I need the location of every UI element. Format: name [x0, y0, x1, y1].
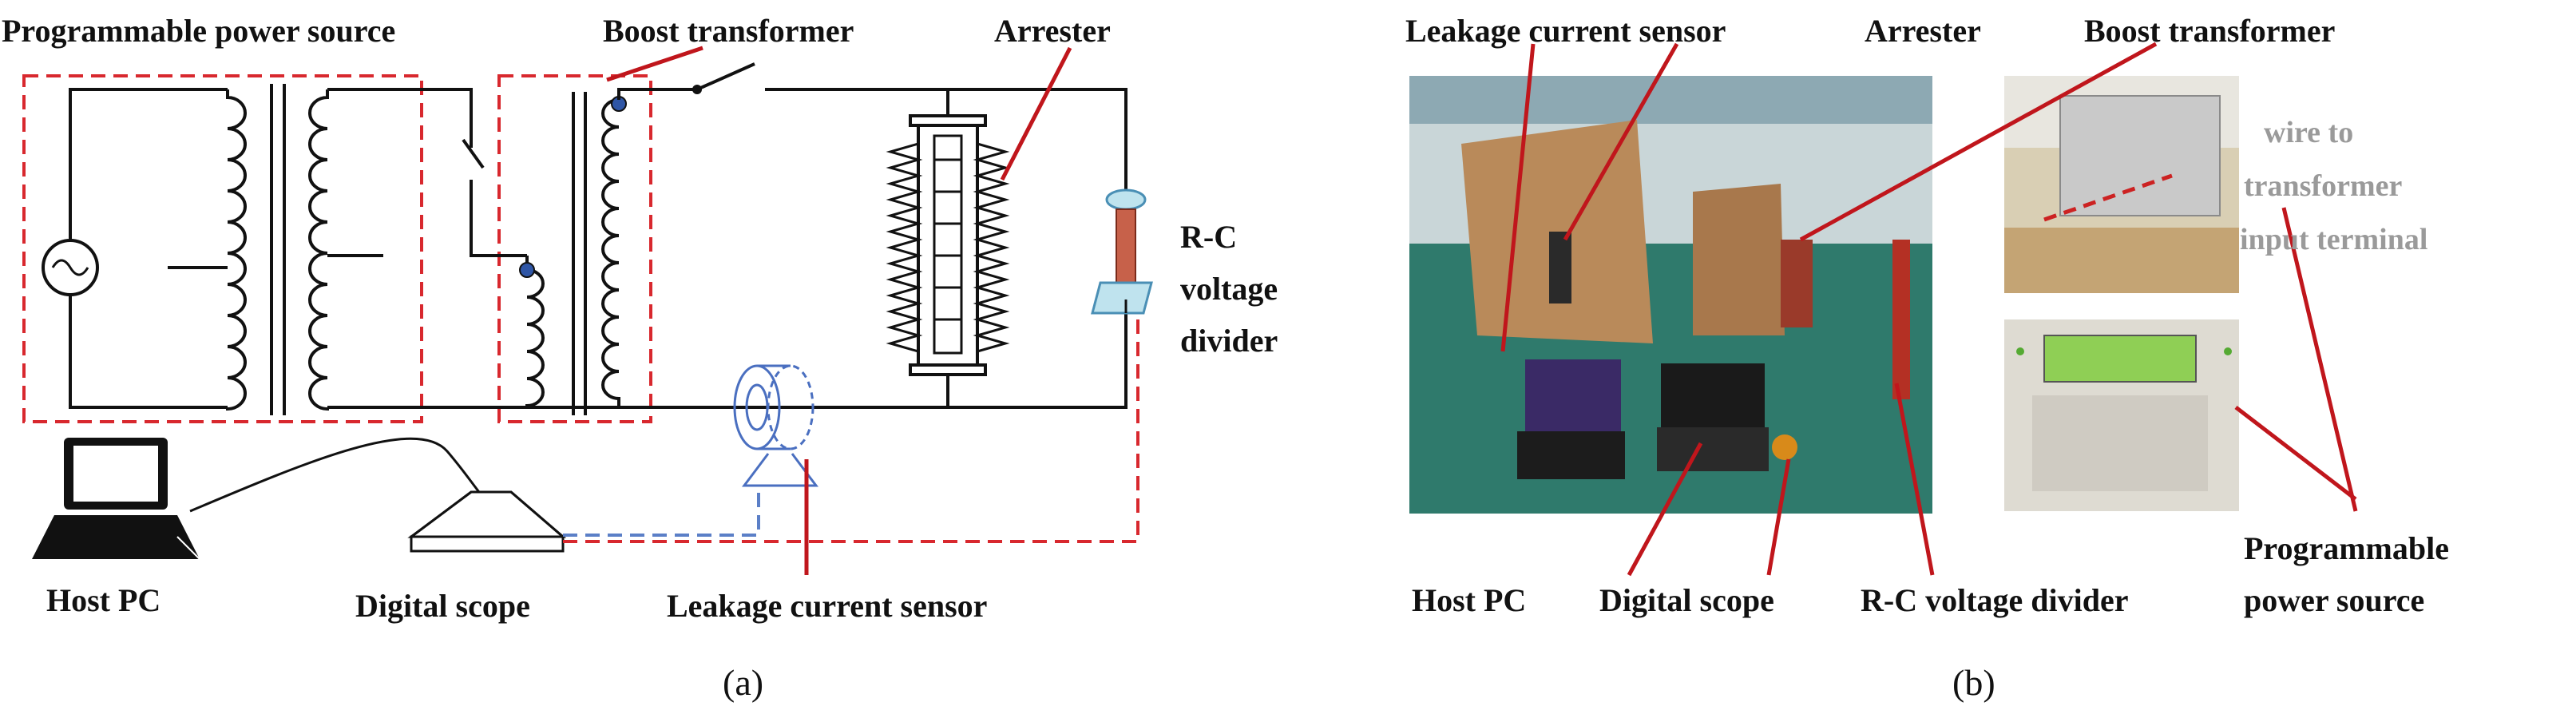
boost-primary-coil [525, 256, 545, 407]
label-power-line2-b: power source [2244, 582, 2424, 618]
label-host-pc-b: Host PC [1412, 582, 1526, 618]
caption-b: (b) [1952, 662, 1995, 703]
panel-a: Programmable power source Boost transfor… [2, 13, 1278, 703]
label-wire-line1-b: wire to [2264, 116, 2353, 149]
source-secondary-coil [308, 89, 329, 411]
label-boost-transformer-b: Boost transformer [2084, 13, 2335, 49]
rc-divider-symbol [1091, 188, 1153, 315]
label-rc-line1-a: R-C [1180, 219, 1237, 255]
label-wire-line3-b: input terminal [2240, 223, 2427, 256]
label-rc-divider-b: R-C voltage divider [1861, 582, 2129, 618]
label-power-line1-b: Programmable [2244, 530, 2449, 566]
label-arrester-a: Arrester [994, 13, 1111, 49]
digital-scope-icon [407, 490, 567, 553]
leakage-sensor-symbol [733, 364, 818, 487]
label-rc-line3-a: divider [1180, 323, 1278, 359]
label-host-pc-a: Host PC [46, 582, 161, 618]
label-boost-transformer-a: Boost transformer [603, 13, 854, 49]
label-leakage-sensor-b: Leakage current sensor [1405, 13, 1726, 49]
primary-coil [226, 89, 247, 411]
divider-signal-wire [563, 313, 1139, 543]
label-wire-line2-b: transformer [2244, 169, 2402, 203]
label-rc-line2-a: voltage [1180, 271, 1278, 307]
transformer-photo [2004, 76, 2239, 293]
label-leakage-sensor-a: Leakage current sensor [667, 588, 987, 624]
power-source-photo [2004, 319, 2239, 511]
label-arrester-b: Arrester [1865, 13, 1981, 49]
boost-secondary-coil [601, 98, 627, 409]
caption-a: (a) [723, 662, 763, 703]
polarity-dot-primary [519, 262, 535, 278]
sensor-signal-wire [563, 486, 760, 537]
hv-switch [696, 62, 755, 91]
power-source-box [22, 74, 423, 423]
label-digital-scope-b: Digital scope [1599, 582, 1774, 618]
host-pc-icon [32, 438, 200, 560]
label-power-source-a: Programmable power source [2, 13, 395, 49]
transformer-box [497, 74, 652, 423]
panel-b: Leakage current sensor Arrester Boost tr… [1405, 13, 2449, 703]
pc-to-scope-cable [189, 437, 492, 513]
arrester-symbol [886, 89, 1010, 407]
lab-photo [1409, 76, 1932, 514]
label-digital-scope-a: Digital scope [355, 588, 530, 624]
